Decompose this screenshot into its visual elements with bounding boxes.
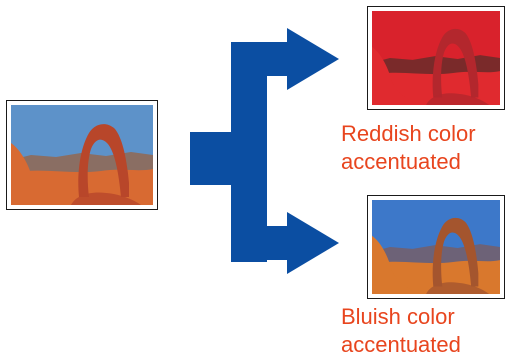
arch-base — [426, 93, 490, 105]
bluish-caption-line-1: Bluish color — [341, 304, 455, 329]
reddish-arch-image — [372, 11, 500, 105]
foreground-rock — [11, 143, 66, 205]
arch-rock — [432, 217, 479, 287]
reddish-accent-photo — [367, 6, 505, 110]
reddish-caption-line-1: Reddish color — [341, 121, 476, 146]
foreground-rock — [372, 235, 422, 294]
bluish-accent-photo — [367, 195, 505, 299]
source-arch-image — [11, 105, 153, 205]
bluish-caption-line-2: accentuated — [341, 332, 461, 357]
reddish-caption-line-2: accentuated — [341, 149, 461, 174]
arch-base — [426, 282, 490, 294]
arch-base — [71, 192, 141, 205]
source-photo — [6, 100, 158, 210]
flow-arrow-shape — [190, 28, 339, 274]
arch-rock — [432, 28, 479, 98]
foreground-rock — [372, 46, 422, 105]
reddish-caption: Reddish color accentuated — [341, 120, 476, 176]
bluish-arch-image — [372, 200, 500, 294]
bluish-caption: Bluish color accentuated — [341, 303, 461, 359]
arch-rock — [78, 124, 129, 197]
